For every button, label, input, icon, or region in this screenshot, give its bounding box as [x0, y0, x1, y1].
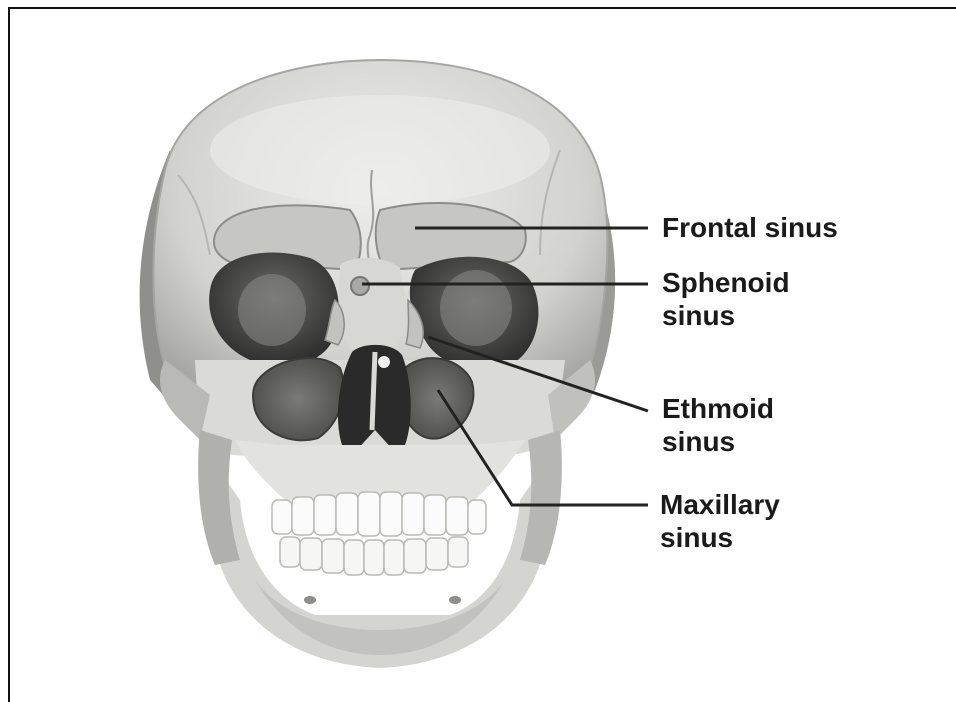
label-maxillary-sinus: Maxillary sinus: [660, 488, 780, 554]
mental-foramen-left: [304, 596, 316, 604]
label-maxillary-sinus-line2: sinus: [660, 521, 780, 554]
orbit-left-inner: [238, 274, 306, 346]
nasal-septum: [372, 352, 375, 430]
label-ethmoid-sinus: Ethmoid sinus: [662, 392, 774, 458]
label-sphenoid-sinus: Sphenoid sinus: [662, 266, 790, 332]
maxillary-sinus-left: [253, 358, 344, 440]
label-ethmoid-sinus-line1: Ethmoid: [662, 392, 774, 425]
nasal-bridge: [338, 258, 410, 350]
upper-teeth: [272, 492, 486, 536]
lower-teeth: [280, 537, 468, 575]
label-sphenoid-sinus-line1: Sphenoid: [662, 266, 790, 299]
orbit-right-inner: [440, 270, 512, 346]
sphenoid-sinus-mark: [351, 277, 369, 295]
label-frontal-sinus-line1: Frontal sinus: [662, 211, 838, 244]
nasal-highlight: [378, 356, 390, 368]
forehead-highlight: [210, 95, 550, 205]
label-ethmoid-sinus-line2: sinus: [662, 425, 774, 458]
label-sphenoid-sinus-line2: sinus: [662, 299, 790, 332]
mental-foramen-right: [449, 596, 461, 604]
maxilla: [235, 440, 525, 500]
label-frontal-sinus: Frontal sinus: [662, 211, 838, 244]
label-maxillary-sinus-line1: Maxillary: [660, 488, 780, 521]
